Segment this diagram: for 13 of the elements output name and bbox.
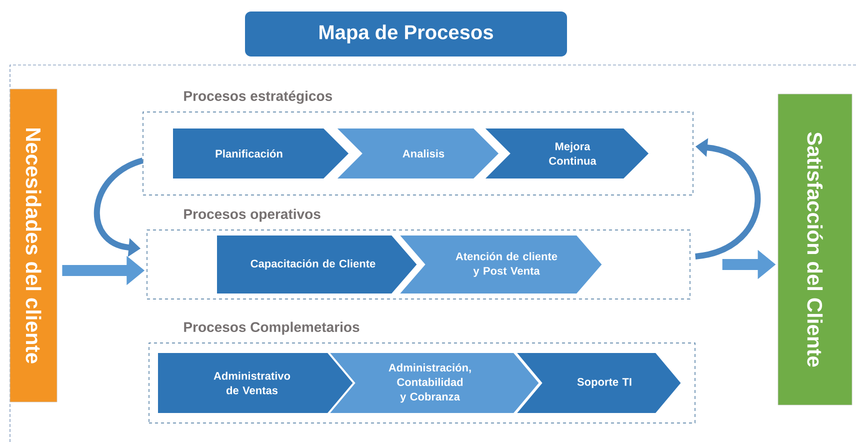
node-label: Procesos Complemetarios	[184, 322, 360, 335]
title-banner: Mapa de Procesos	[245, 12, 567, 56]
chevron-step: Administración, Contabilidad y Cobranza	[326, 351, 542, 415]
node-label: Procesos operativos	[184, 208, 320, 222]
chevron-step: Analisis	[332, 126, 502, 180]
side-bar: Satisfacción del Cliente	[778, 94, 852, 406]
chevron-step: Planificación	[171, 126, 352, 180]
chevron-step: Capacitación de Cliente	[215, 234, 420, 296]
node-label: Procesos estratégicos	[184, 90, 332, 104]
side-bar: Necesidades del cliente	[10, 88, 58, 402]
chevron-step: Atención de cliente y Post Venta	[396, 234, 604, 296]
chevron-step: Soporte TI	[512, 351, 684, 415]
chevron-step: Mejora Continua	[480, 126, 652, 180]
